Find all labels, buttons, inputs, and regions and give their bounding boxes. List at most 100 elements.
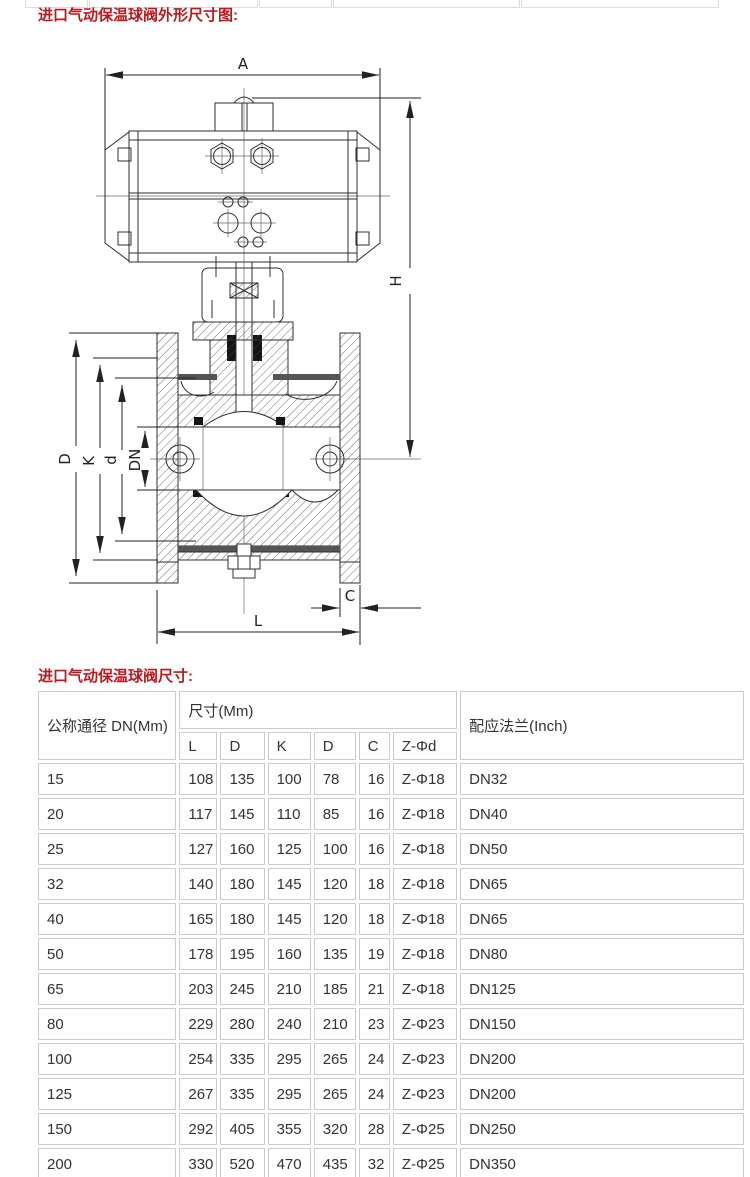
pneumatic-actuator (105, 97, 380, 262)
table-cell: 32 (38, 868, 177, 900)
dimension-d-small: d (102, 378, 196, 541)
dimension-a: A (105, 55, 380, 150)
valve-body (137, 322, 360, 583)
table-cell: 23 (358, 1008, 390, 1040)
table-cell: 16 (358, 833, 390, 865)
table-cell: 210 (313, 1008, 356, 1040)
table-cell: 32 (358, 1148, 390, 1177)
table-cell: 355 (267, 1113, 311, 1145)
table-cell: DN200 (460, 1078, 744, 1110)
table-cell: 292 (179, 1113, 218, 1145)
table-cell: Z-Φ18 (392, 763, 458, 795)
header-size-group: 尺寸(Mm) (179, 691, 458, 729)
table-cell: 24 (358, 1078, 390, 1110)
table-cell: 203 (179, 973, 218, 1005)
table-cell: Z-Φ23 (392, 1078, 458, 1110)
table-cell: 145 (267, 868, 311, 900)
table-cell: 100 (313, 833, 356, 865)
table-cell: 85 (313, 798, 356, 830)
table-cell: 18 (358, 903, 390, 935)
dim-label-c: C (345, 587, 355, 605)
table-cell: Z-Φ18 (392, 938, 458, 970)
table-cell: 229 (179, 1008, 218, 1040)
table-cell: DN125 (460, 973, 744, 1005)
header-sub-d2: D (313, 732, 356, 760)
table-cell: 240 (267, 1008, 311, 1040)
table-cell: 180 (220, 903, 265, 935)
dimension-h: H (252, 98, 421, 457)
dim-label-h: H (387, 275, 405, 286)
table-cell: Z-Φ23 (392, 1008, 458, 1040)
table-cell: 117 (179, 798, 218, 830)
table-cell: 135 (313, 938, 356, 970)
table-cell: DN150 (460, 1008, 744, 1040)
table-cell: DN32 (460, 763, 744, 795)
table-cell: 295 (267, 1078, 311, 1110)
table-cell: 267 (179, 1078, 218, 1110)
table-cell: Z-Φ18 (392, 868, 458, 900)
title-dimension-table: 进口气动保温球阀尺寸: (38, 668, 193, 685)
table-cell: Z-Φ25 (392, 1113, 458, 1145)
table-cell: DN200 (460, 1043, 744, 1075)
table-cell: 180 (220, 868, 265, 900)
table-cell: 160 (220, 833, 265, 865)
header-sub-l: L (179, 732, 218, 760)
table-cell: 265 (313, 1078, 356, 1110)
table-cell: Z-Φ25 (392, 1148, 458, 1177)
header-sub-c: C (358, 732, 390, 760)
dimension-k: K (80, 358, 158, 560)
dimension-c: C (311, 585, 421, 645)
table-cell: 100 (38, 1043, 177, 1075)
table-cell: 135 (220, 763, 265, 795)
cropped-cell (521, 0, 719, 8)
table-cell: 120 (313, 903, 356, 935)
table-cell: 195 (220, 938, 265, 970)
dim-label-l: L (254, 612, 263, 630)
table-cell: DN40 (460, 798, 744, 830)
table-cell: 19 (358, 938, 390, 970)
table-cell: 50 (38, 938, 177, 970)
table-cell: 120 (313, 868, 356, 900)
table-cell: 16 (358, 798, 390, 830)
table-cell: 178 (179, 938, 218, 970)
table-cell: 254 (179, 1043, 218, 1075)
table-cell: 20 (38, 798, 177, 830)
table-cell: Z-Φ18 (392, 973, 458, 1005)
table-cell: 108 (179, 763, 218, 795)
table-cell: 18 (358, 868, 390, 900)
table-cell: 40 (38, 903, 177, 935)
table-cell: DN250 (460, 1113, 744, 1145)
table-cell: 24 (358, 1043, 390, 1075)
table-cell: DN65 (460, 903, 744, 935)
table-cell: 160 (267, 938, 311, 970)
cropped-cell (333, 0, 520, 8)
table-header-row-2: L D K D C Z-Φd (38, 732, 744, 760)
cropped-cell (259, 0, 332, 8)
table-cell: 145 (220, 798, 265, 830)
table-cell: 320 (313, 1113, 356, 1145)
valve-technical-drawing: A H D K d (56, 55, 750, 660)
table-cell: 165 (179, 903, 218, 935)
table-cell: Z-Φ18 (392, 903, 458, 935)
table-cell: 16 (358, 763, 390, 795)
table-cell: 470 (267, 1148, 311, 1177)
cropped-cell (89, 0, 258, 8)
table-cell: 335 (220, 1078, 265, 1110)
table-cell: 127 (179, 833, 218, 865)
dimension-d-outer: D (56, 333, 160, 583)
table-cell: Z-Φ23 (392, 1043, 458, 1075)
header-sub-d1: D (220, 732, 265, 760)
cropped-cell (25, 0, 88, 8)
table-cell: 28 (358, 1113, 390, 1145)
table-cell: Z-Φ18 (392, 833, 458, 865)
dimension-l: L (157, 590, 359, 644)
